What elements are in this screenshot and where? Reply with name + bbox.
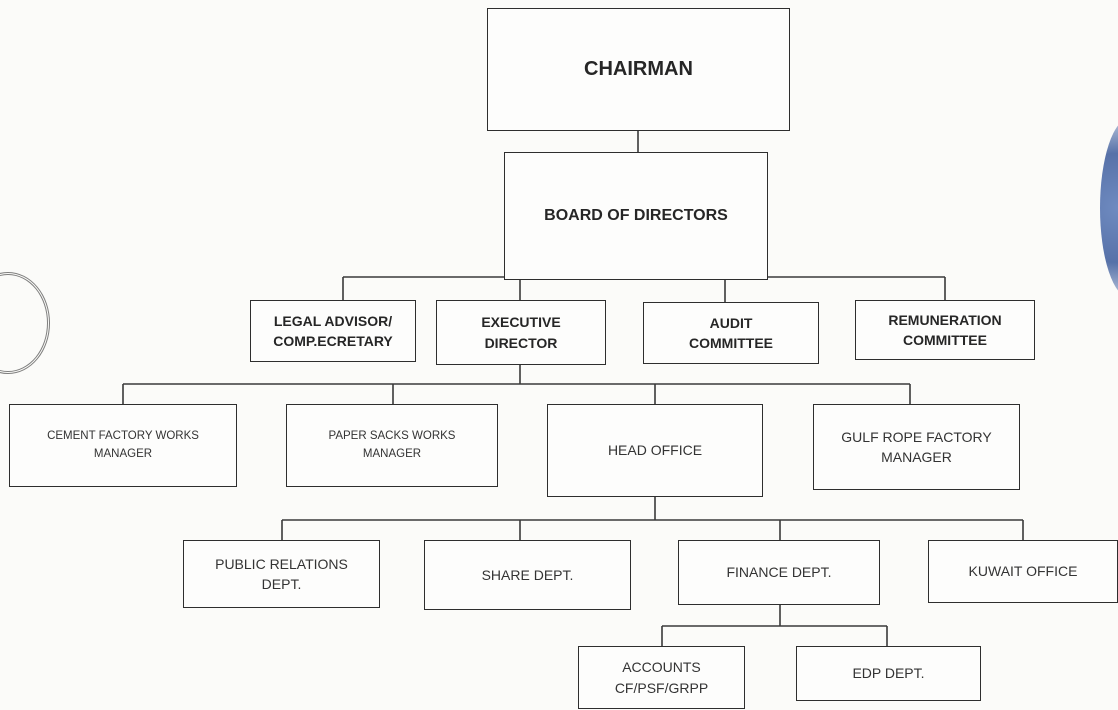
node-kuwait-office: KUWAIT OFFICE (928, 540, 1118, 603)
node-share-dept: SHARE DEPT. (424, 540, 631, 610)
node-edp-dept-label: EDP DEPT. (852, 665, 925, 682)
node-executive-director-label: EXECUTIVE DIRECTOR (481, 314, 561, 351)
node-board-of-directors: BOARD OF DIRECTORS (504, 152, 768, 280)
node-legal-advisor: LEGAL ADVISOR/ COMP.ECRETARY (250, 300, 416, 362)
node-finance-dept-label: FINANCE DEPT. (726, 564, 832, 581)
node-accounts-label: ACCOUNTS CF/PSF/GRPP (614, 659, 709, 696)
node-remuneration-committee: REMUNERATION COMMITTEE (855, 300, 1035, 360)
node-head-office: HEAD OFFICE (547, 404, 763, 497)
node-remuneration-committee-label: REMUNERATION COMMITTEE (888, 311, 1002, 348)
node-board-label: BOARD OF DIRECTORS (544, 207, 728, 225)
node-cement-factory-label: CEMENT FACTORY WORKS MANAGER (47, 430, 199, 460)
node-legal-advisor-label: LEGAL ADVISOR/ COMP.ECRETARY (273, 312, 393, 349)
seal-stamp-right (1100, 118, 1118, 298)
node-executive-director: EXECUTIVE DIRECTOR (436, 300, 606, 365)
node-finance-dept: FINANCE DEPT. (678, 540, 880, 605)
node-audit-committee-label: AUDIT COMMITTEE (689, 314, 773, 351)
node-cement-factory: CEMENT FACTORY WORKS MANAGER (9, 404, 237, 487)
node-public-relations-label: PUBLIC RELATIONS DEPT. (215, 555, 348, 592)
node-audit-committee: AUDIT COMMITTEE (643, 302, 819, 364)
node-chairman: CHAIRMAN (487, 8, 790, 131)
node-paper-sacks: PAPER SACKS WORKS MANAGER (286, 404, 498, 487)
node-paper-sacks-label: PAPER SACKS WORKS MANAGER (328, 430, 456, 460)
node-share-dept-label: SHARE DEPT. (481, 566, 574, 583)
node-gulf-rope-label: GULF ROPE FACTORY MANAGER (841, 428, 992, 465)
node-accounts: ACCOUNTS CF/PSF/GRPP (578, 646, 745, 709)
node-kuwait-office-label: KUWAIT OFFICE (968, 563, 1078, 580)
node-edp-dept: EDP DEPT. (796, 646, 981, 701)
node-head-office-label: HEAD OFFICE (607, 442, 703, 459)
node-gulf-rope: GULF ROPE FACTORY MANAGER (813, 404, 1020, 490)
node-chairman-label: CHAIRMAN (584, 58, 693, 80)
node-public-relations: PUBLIC RELATIONS DEPT. (183, 540, 380, 608)
